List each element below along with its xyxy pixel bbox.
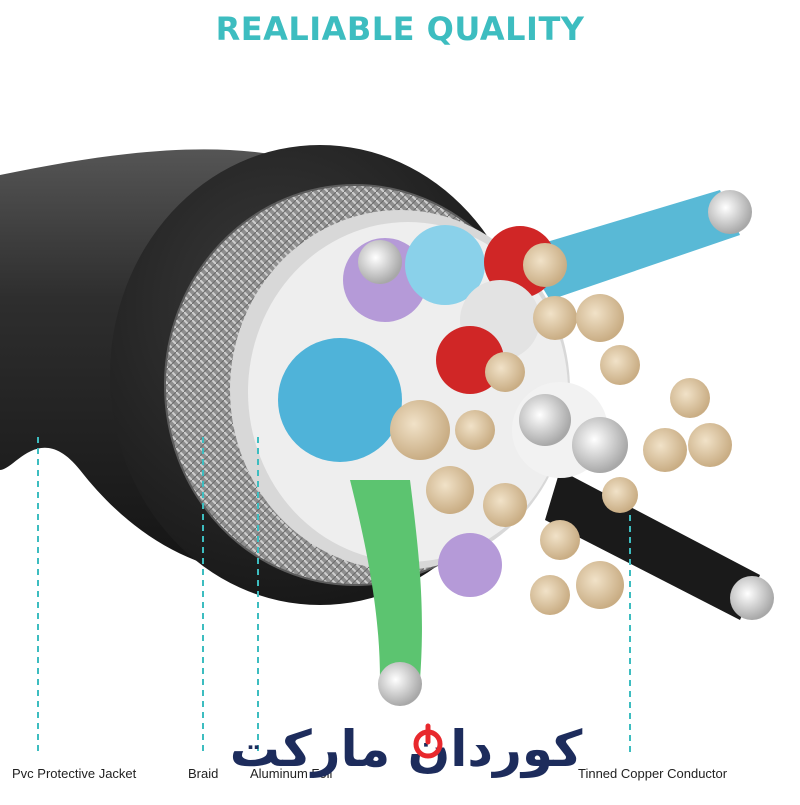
label-conductor: Tinned Copper Conductor xyxy=(578,766,728,781)
headline: REALIABLE QUALITY xyxy=(215,10,585,48)
logo-text: کوردان مارکت xyxy=(230,720,584,779)
label-jacket: Pvc Protective Jacket xyxy=(12,766,137,781)
label-braid: Braid xyxy=(188,766,219,781)
label-foil: Aluminum Foil xyxy=(250,766,333,781)
conductor-bundle xyxy=(278,190,774,706)
leader-lines xyxy=(37,437,631,752)
brand-logo: کوردان مارکت xyxy=(230,720,584,779)
